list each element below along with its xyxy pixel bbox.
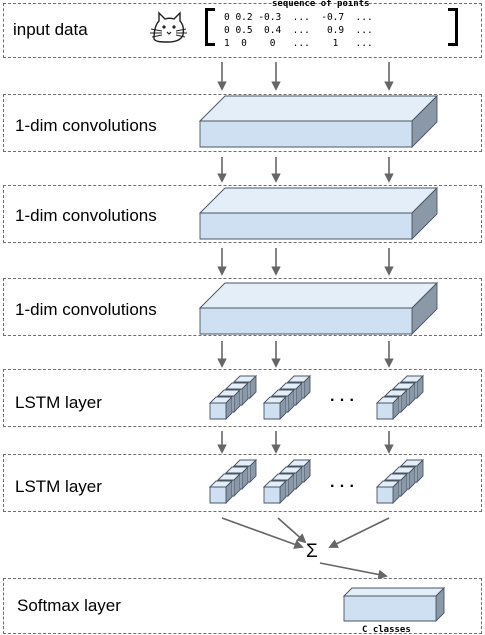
conv-layer-label-1: 1-dim convolutions: [15, 116, 157, 135]
lstm1-group-3-cube-1: [375, 395, 401, 421]
softmax-layer-label: Softmax layer: [17, 596, 121, 615]
sum-arrow-3: [328, 517, 390, 548]
sequence-caption: sequence of points: [272, 0, 370, 9]
cat-icon: [150, 11, 187, 43]
lstm1-group-2-cube-1: [262, 395, 288, 421]
matrix-row-1: 0 0.2 -0.3 ... -0.7 ...: [224, 12, 373, 23]
input-data-label: input data: [13, 20, 88, 39]
softmax-block: [342, 586, 446, 623]
softmax-arrow: [319, 562, 388, 580]
lstm-ellipsis-1: · · ·: [330, 392, 355, 409]
lstm-ellipsis-2: · · ·: [330, 478, 355, 495]
conv-layer-label-3: 1-dim convolutions: [15, 300, 157, 319]
matrix-left-bracket: [205, 8, 215, 46]
matrix-right-bracket: [448, 8, 458, 46]
matrix-row-2: 0 0.5 0.4 ... 0.9 ...: [224, 25, 373, 36]
conv-block-2: [198, 186, 439, 241]
lstm1-group-1-cube-1: [208, 395, 234, 421]
conv-block-1: [198, 94, 439, 149]
conv-layer-label-2: 1-dim convolutions: [15, 206, 157, 225]
sum-arrow-2: [277, 517, 307, 544]
lstm2-group-2-cube-1: [262, 479, 288, 505]
lstm2-group-1-cube-1: [208, 479, 234, 505]
conv-block-3: [198, 281, 439, 336]
lstm-layer-label-2: LSTM layer: [15, 477, 102, 496]
sum-symbol: Σ: [306, 541, 318, 562]
matrix-row-3: 1 0 0 ... 1 ...: [224, 38, 373, 49]
lstm2-group-3-cube-1: [375, 479, 401, 505]
classes-caption: C classes: [362, 625, 411, 635]
sum-arrow-1: [221, 517, 304, 549]
lstm-layer-label-1: LSTM layer: [15, 393, 102, 412]
input-panel: [3, 3, 482, 58]
